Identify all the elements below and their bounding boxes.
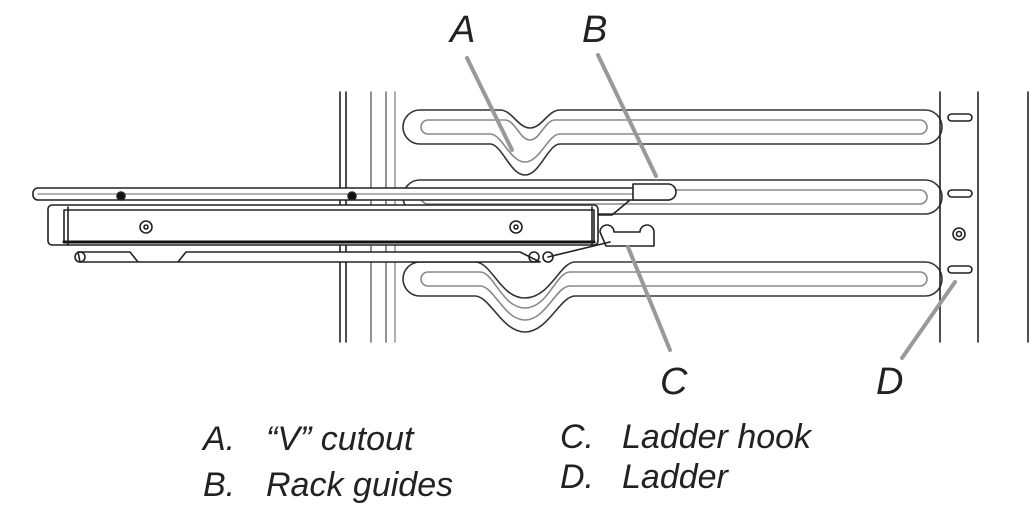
rack-assembly [32,183,677,263]
legend-letter-b: B. [203,466,236,504]
legend-letter-a: A. [203,420,236,458]
callout-a: A [448,9,475,51]
legend-text-b: Rack guides [266,466,454,504]
ladder [939,91,1029,343]
callout-d: D [876,361,903,403]
legend-text-a: “V” cutout [266,420,414,458]
callout-b: B [582,9,607,51]
rack-support-channels [394,91,943,343]
legend-letter-d: D. [560,458,594,496]
legend-letter-c: C. [560,418,594,456]
legend-text-d: Ladder [622,458,728,496]
callout-c: C [660,361,688,403]
leader-lines [465,53,957,360]
legend-text-c: Ladder hook [622,418,812,456]
